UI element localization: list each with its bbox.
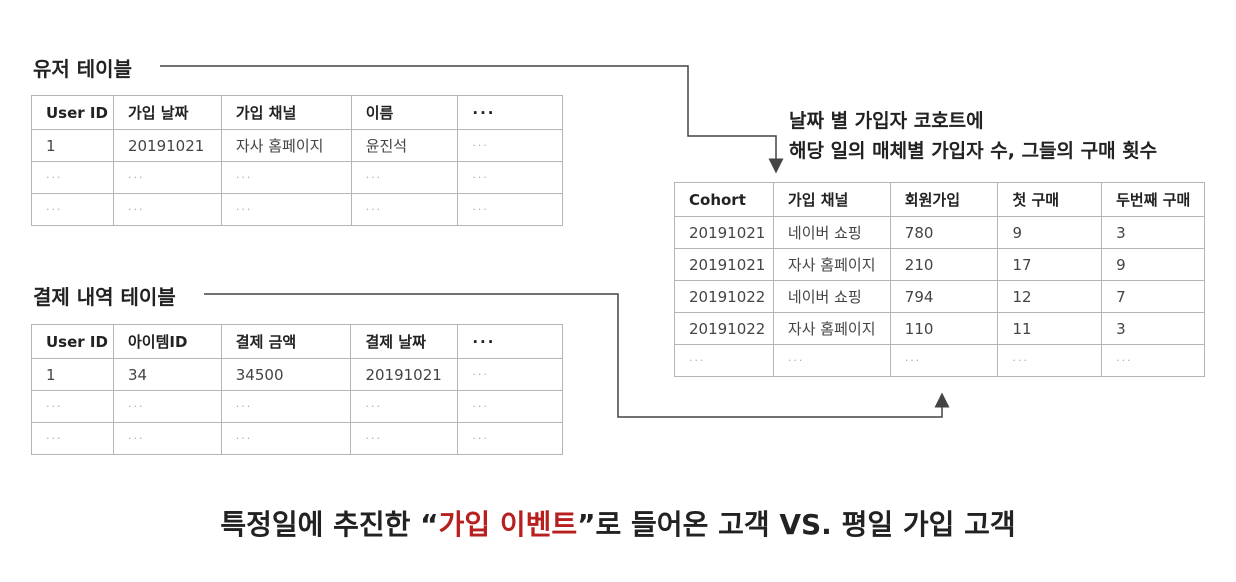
table-cell: ··· [350,193,459,226]
table-row: 20191021 네이버 쇼핑 780 9 3 [674,216,1205,249]
column-header: 결제 날짜 [350,324,459,359]
cohort-description-line1: 날짜 별 가입자 코호트에 [789,110,984,132]
table-row: ··· ··· ··· ··· ··· [674,344,1205,377]
column-header: 가입 날짜 [112,95,222,130]
table-cell: 네이버 쇼핑 [772,280,891,313]
bottom-caption: 특정일에 추진한 “가입 이벤트”로 들어온 고객 VS. 평일 가입 고객 [0,503,1236,543]
table-cell: 110 [889,312,999,345]
column-header: 아이템ID [112,324,222,359]
table-cell: ··· [220,390,352,423]
table-cell: 20191022 [674,280,774,313]
column-header: 두번째 구매 [1101,182,1205,217]
cohort-description-line2: 해당 일의 매체별 가입자 수, 그들의 구매 횟수 [789,140,1158,162]
table-cell: ··· [112,390,222,423]
table-cell: 7 [1101,280,1205,313]
table-row: ··· ··· ··· ··· ··· [31,161,563,194]
payment-table: User ID 아이템ID 결제 금액 결제 날짜 ··· 1 34 34500… [31,324,563,455]
table-cell: 3 [1101,312,1205,345]
table-row: ··· ··· ··· ··· ··· [31,390,563,423]
table-cell: 윤진석 [350,129,459,162]
column-header: 가입 채널 [772,182,891,217]
table-row: 1 20191021 자사 홈페이지 윤진석 ··· [31,129,563,162]
table-cell: ··· [674,344,774,377]
table-cell: 자사 홈페이지 [772,312,891,345]
table-cell: ··· [457,161,563,194]
table-cell: 3 [1101,216,1205,249]
table-cell: ··· [220,422,352,455]
payment-table-title: 결제 내역 테이블 [33,285,176,309]
table-cell: ··· [350,422,459,455]
table-cell: ··· [350,390,459,423]
user-table-connector [160,65,784,174]
table-cell: 34500 [220,358,352,391]
column-header: 결제 금액 [220,324,352,359]
table-cell: ··· [31,390,114,423]
user-table: User ID 가입 날짜 가입 채널 이름 ··· 1 20191021 자사… [31,95,563,226]
table-cell: 17 [997,248,1103,281]
column-header: 회원가입 [889,182,999,217]
table-cell: 9 [997,216,1103,249]
table-row: ··· ··· ··· ··· ··· [31,193,563,226]
table-header-row: User ID 아이템ID 결제 금액 결제 날짜 ··· [31,324,563,359]
table-cell: ··· [112,161,222,194]
caption-before: 특정일에 추진한 “ [220,508,439,541]
table-cell: ··· [112,193,222,226]
column-header: ··· [457,324,563,359]
table-cell: ··· [350,161,459,194]
column-header: User ID [31,95,114,130]
table-row: ··· ··· ··· ··· ··· [31,422,563,455]
table-cell: ··· [889,344,999,377]
table-cell: ··· [31,193,114,226]
table-cell: 자사 홈페이지 [220,129,352,162]
table-cell: 20191022 [674,312,774,345]
table-cell: 1 [31,129,114,162]
table-cell: ··· [220,161,352,194]
table-cell: 9 [1101,248,1205,281]
table-row: 1 34 34500 20191021 ··· [31,358,563,391]
table-row: 20191022 자사 홈페이지 110 11 3 [674,312,1205,345]
table-cell: ··· [997,344,1103,377]
table-cell: 794 [889,280,999,313]
cohort-description: 날짜 별 가입자 코호트에 해당 일의 매체별 가입자 수, 그들의 구매 횟수 [789,106,1157,166]
table-cell: ··· [112,422,222,455]
table-cell: ··· [457,422,563,455]
table-cell: ··· [31,161,114,194]
table-cell: 12 [997,280,1103,313]
table-cell: 11 [997,312,1103,345]
cohort-table: Cohort 가입 채널 회원가입 첫 구매 두번째 구매 20191021 네… [674,182,1205,377]
table-cell: 780 [889,216,999,249]
table-row: 20191021 자사 홈페이지 210 17 9 [674,248,1205,281]
table-cell: 210 [889,248,999,281]
caption-highlight: 가입 이벤트 [438,508,578,541]
table-cell: 20191021 [350,358,459,391]
table-cell: 20191021 [674,216,774,249]
column-header: User ID [31,324,114,359]
caption-after: ”로 들어온 고객 VS. 평일 가입 고객 [577,508,1016,541]
table-header-row: User ID 가입 날짜 가입 채널 이름 ··· [31,95,563,130]
table-cell: 1 [31,358,114,391]
payment-table-connector [204,293,950,418]
table-cell: ··· [1101,344,1205,377]
table-cell: ··· [457,358,563,391]
table-cell: ··· [457,129,563,162]
column-header: Cohort [674,182,774,217]
table-cell: 네이버 쇼핑 [772,216,891,249]
table-cell: 자사 홈페이지 [772,248,891,281]
table-row: 20191022 네이버 쇼핑 794 12 7 [674,280,1205,313]
table-cell: ··· [772,344,891,377]
table-cell: ··· [457,390,563,423]
user-table-title: 유저 테이블 [33,57,132,81]
column-header: 가입 채널 [220,95,352,130]
table-cell: 34 [112,358,222,391]
table-cell: 20191021 [674,248,774,281]
table-cell: ··· [31,422,114,455]
column-header: 이름 [350,95,459,130]
column-header: 첫 구매 [997,182,1103,217]
column-header: ··· [457,95,563,130]
table-cell: 20191021 [112,129,222,162]
table-cell: ··· [220,193,352,226]
table-cell: ··· [457,193,563,226]
table-header-row: Cohort 가입 채널 회원가입 첫 구매 두번째 구매 [674,182,1205,217]
